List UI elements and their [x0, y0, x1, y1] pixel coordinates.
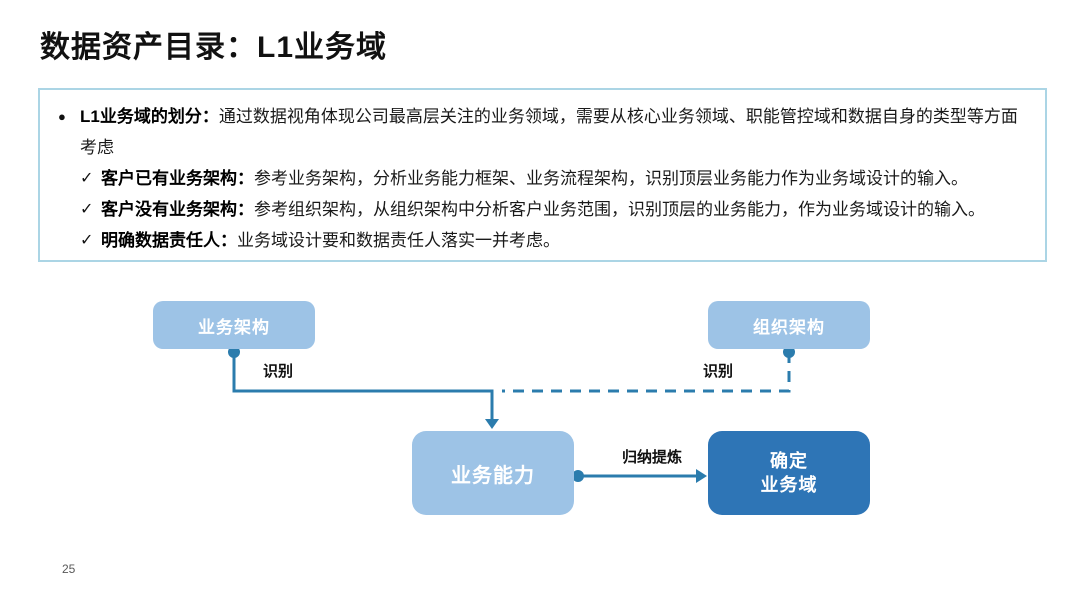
main-bullet-lead: L1业务域的划分： [80, 107, 219, 126]
edge-label-identify-right: 识别 [703, 363, 734, 380]
sub-bullet-lead: 客户已有业务架构： [101, 169, 254, 188]
sub-bullet: ✓ 客户没有业务架构：参考组织架构，从组织架构中分析客户业务范围，识别顶层的业务… [58, 194, 1031, 225]
sub-bullet-body: 参考组织架构，从组织架构中分析客户业务范围，识别顶层的业务能力，作为业务域设计的… [254, 200, 985, 219]
sub-bullet-body: 业务域设计要和数据责任人落实一并考虑。 [237, 231, 560, 250]
main-bullet-text: L1业务域的划分：通过数据视角体现公司最高层关注的业务领域，需要从核心业务领域、… [80, 101, 1031, 163]
page-title: 数据资产目录：L1业务域 [40, 31, 388, 64]
sub-bullet-lead: 明确数据责任人： [101, 231, 237, 250]
connector-dashed-identify [502, 352, 791, 393]
edge-label-refine: 归纳提炼 [622, 449, 683, 466]
node-business-architecture: 业务架构 [153, 301, 315, 349]
arrowhead-right [696, 469, 707, 483]
arrowhead-down [485, 419, 499, 429]
page-number: 25 [62, 562, 76, 576]
check-icon: ✓ [80, 201, 94, 218]
check-icon: ✓ [80, 170, 94, 187]
node-confirm-business-domain: 确定 业务域 [708, 431, 870, 515]
node-organization-architecture: 组织架构 [708, 301, 870, 349]
sub-bullet: ✓ 明确数据责任人：业务域设计要和数据责任人落实一并考虑。 [58, 225, 1031, 256]
sub-bullet-lead: 客户没有业务架构： [101, 200, 254, 219]
main-bullet: ● L1业务域的划分：通过数据视角体现公司最高层关注的业务领域，需要从核心业务领… [58, 101, 1031, 163]
main-bullet-body: 通过数据视角体现公司最高层关注的业务领域，需要从核心业务领域、职能管控域和数据自… [80, 107, 1018, 157]
node-business-capability: 业务能力 [412, 431, 574, 515]
bullet-icon: ● [58, 109, 66, 124]
sub-bullet-body: 参考业务架构，分析业务能力框架、业务流程架构，识别顶层业务能力作为业务域设计的输… [254, 169, 968, 188]
key-points-panel: ● L1业务域的划分：通过数据视角体现公司最高层关注的业务领域，需要从核心业务领… [38, 88, 1047, 262]
sub-bullet: ✓ 客户已有业务架构：参考业务架构，分析业务能力框架、业务流程架构，识别顶层业务… [58, 163, 1031, 194]
check-icon: ✓ [80, 232, 94, 249]
edge-label-identify-left: 识别 [263, 363, 294, 380]
